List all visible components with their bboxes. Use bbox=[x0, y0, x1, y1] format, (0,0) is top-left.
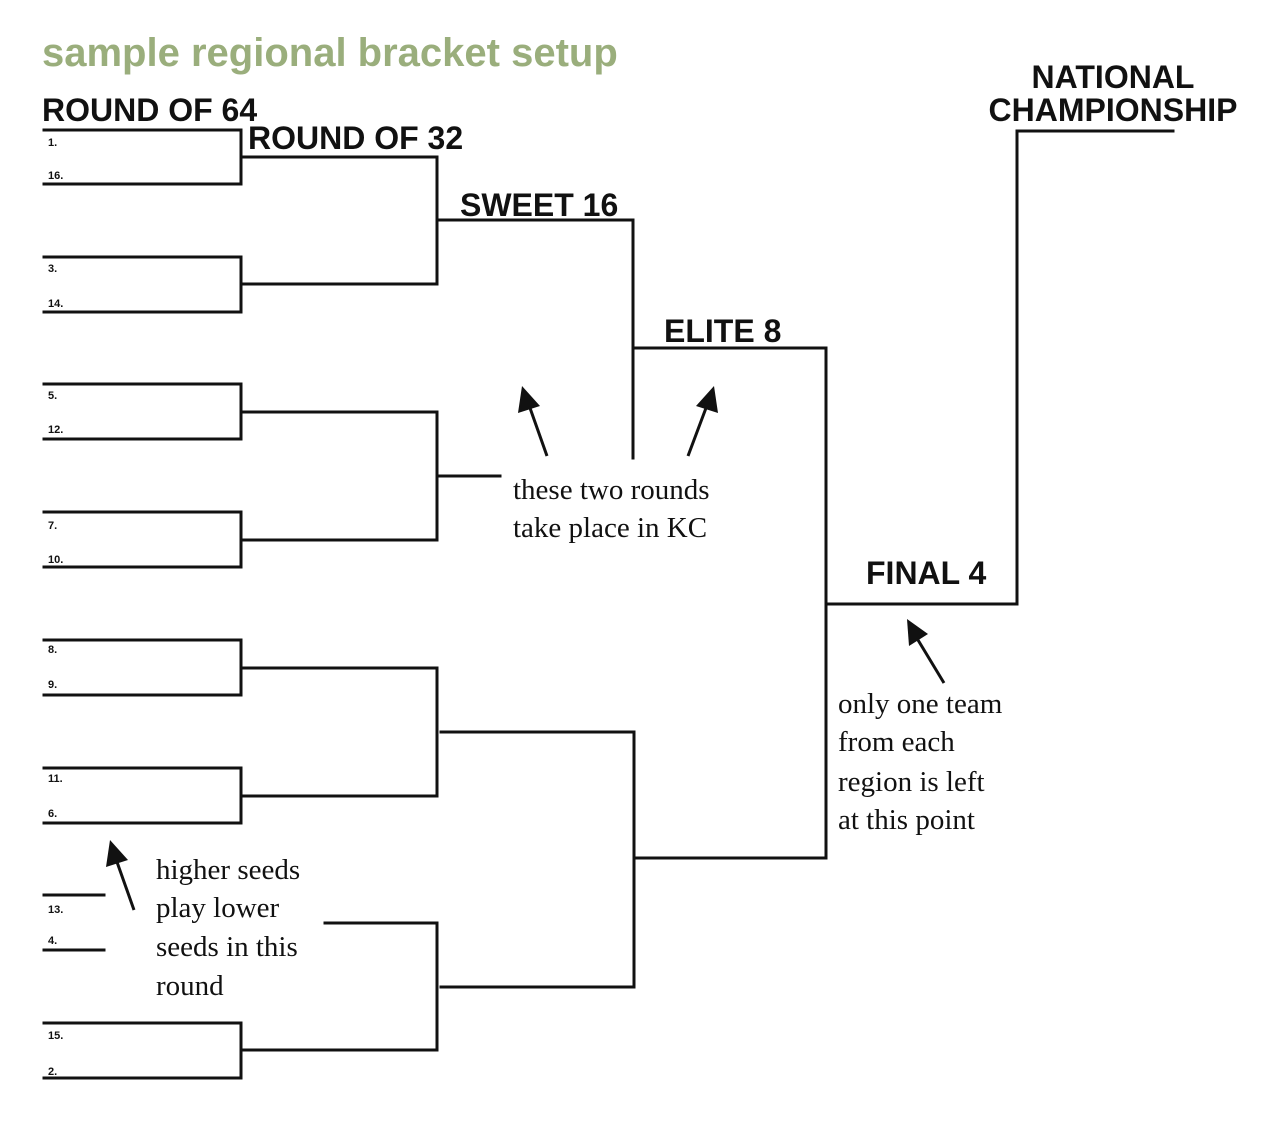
seed-label: 7. bbox=[48, 520, 57, 532]
seed-labels: 1. 16. 3. 14. 5. 12. 7. 10. 8. 9. 11. 6.… bbox=[48, 137, 63, 1078]
annotation-seeds-line: seeds in this bbox=[156, 931, 298, 963]
annotation-seeds: higher seeds play lower seeds in this ro… bbox=[156, 854, 300, 1002]
annotation-seeds-line: round bbox=[156, 970, 224, 1002]
annotation-kc: these two rounds take place in KC bbox=[513, 474, 710, 544]
seed-label: 16. bbox=[48, 170, 63, 182]
seed-label: 2. bbox=[48, 1066, 57, 1078]
sweet-16-lines bbox=[435, 218, 636, 989]
annotation-final-4-line: at this point bbox=[838, 804, 975, 836]
seed-label: 6. bbox=[48, 808, 57, 820]
annotation-final-4: only one team from each region is left a… bbox=[838, 688, 1003, 836]
elite-8-lines bbox=[632, 346, 828, 860]
seed-label: 14. bbox=[48, 298, 63, 310]
heading-elite-8: ELITE 8 bbox=[664, 313, 781, 349]
seed-label: 4. bbox=[48, 935, 57, 947]
seed-label: 5. bbox=[48, 390, 57, 402]
arrow-icon bbox=[106, 840, 136, 911]
diagram-title: sample regional bracket setup bbox=[42, 31, 618, 75]
annotation-kc-line: take place in KC bbox=[513, 512, 707, 544]
heading-round-of-32: ROUND OF 32 bbox=[248, 120, 463, 156]
heading-sweet-16: SWEET 16 bbox=[460, 187, 618, 223]
heading-round-of-64: ROUND OF 64 bbox=[42, 92, 257, 128]
seed-label: 13. bbox=[48, 904, 63, 916]
heading-final-4: FINAL 4 bbox=[866, 555, 987, 591]
final-4-lines bbox=[824, 129, 1175, 606]
annotation-final-4-line: region is left bbox=[838, 766, 985, 798]
seed-label: 12. bbox=[48, 424, 63, 436]
seed-label: 11. bbox=[48, 773, 63, 785]
seed-label: 3. bbox=[48, 263, 57, 275]
annotation-kc-line: these two rounds bbox=[513, 474, 710, 506]
arrow-icon bbox=[686, 386, 718, 457]
heading-national-line2: CHAMPIONSHIP bbox=[989, 92, 1238, 128]
seed-label: 15. bbox=[48, 1030, 63, 1042]
seed-label: 9. bbox=[48, 679, 57, 691]
seed-label: 1. bbox=[48, 137, 57, 149]
annotation-final-4-line: from each bbox=[838, 726, 955, 758]
annotation-final-4-line: only one team bbox=[838, 688, 1003, 720]
annotation-seeds-line: play lower bbox=[156, 892, 280, 924]
arrow-icon bbox=[907, 619, 946, 684]
seed-label: 8. bbox=[48, 644, 57, 656]
seed-label: 10. bbox=[48, 554, 63, 566]
arrow-icon bbox=[518, 386, 549, 457]
round-of-32-lines bbox=[239, 155, 439, 1052]
heading-national-line1: NATIONAL bbox=[1032, 59, 1195, 95]
annotation-seeds-line: higher seeds bbox=[156, 854, 300, 886]
